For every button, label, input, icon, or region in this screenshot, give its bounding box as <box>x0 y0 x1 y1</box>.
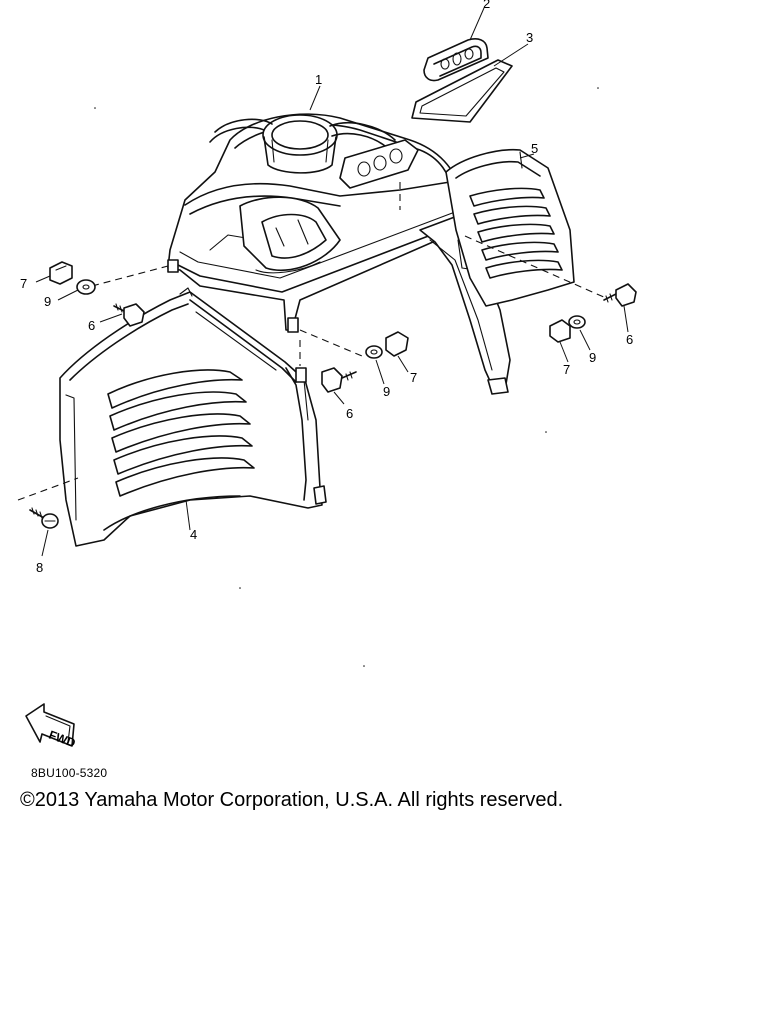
assembly-lines <box>17 182 607 501</box>
callout-2: 2 <box>483 0 490 11</box>
nut-left <box>49 261 73 285</box>
washer-left <box>76 279 96 295</box>
callout-7-middle: 7 <box>410 370 417 385</box>
copyright-notice: ©2013 Yamaha Motor Corporation, U.S.A. A… <box>20 789 564 811</box>
forward-arrow-icon: FWD <box>25 703 78 750</box>
callout-9-right: 9 <box>589 350 596 365</box>
callout-5: 5 <box>531 141 538 156</box>
callout-7-right: 7 <box>563 362 570 377</box>
callout-9-left: 9 <box>44 294 51 309</box>
callout-9-middle: 9 <box>383 384 390 399</box>
panel-gasket <box>411 59 513 123</box>
callout-1: 1 <box>315 72 322 87</box>
callout-3: 3 <box>526 30 533 45</box>
callout-6-middle: 6 <box>346 406 353 421</box>
washer-right <box>568 315 586 329</box>
callout-6-right: 6 <box>626 332 633 347</box>
callout-8: 8 <box>36 560 43 575</box>
nut-middle <box>385 331 409 357</box>
part-code: 8BU100-5320 <box>31 766 108 780</box>
washer-middle <box>365 345 383 359</box>
left-side-cover <box>59 287 327 547</box>
nut-right <box>549 319 571 343</box>
front-cover <box>167 113 511 395</box>
right-side-cover <box>445 148 575 307</box>
callout-7-left: 7 <box>20 276 27 291</box>
bolt-middle <box>321 367 357 393</box>
bolt-left <box>113 303 145 327</box>
bolt-right <box>603 283 637 307</box>
meter-panel <box>423 38 489 82</box>
leader-lines <box>35 7 629 557</box>
callout-6-left: 6 <box>88 318 95 333</box>
callout-4: 4 <box>190 527 197 542</box>
callouts: 1 2 3 5 4 7 9 6 6 9 7 7 9 6 8 <box>20 0 633 575</box>
screw-left <box>29 507 59 529</box>
